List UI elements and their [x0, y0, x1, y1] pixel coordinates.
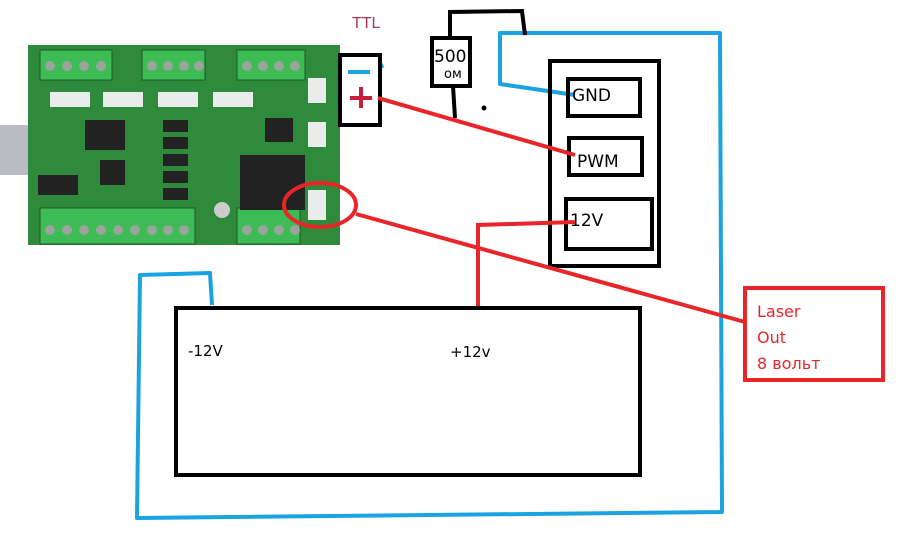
resistor: 500 ом — [430, 8, 527, 119]
callout-box — [743, 286, 885, 382]
laser-out-highlight — [282, 181, 358, 229]
callout-line-1: Laser — [757, 302, 801, 321]
positive-terminal: +12v — [450, 343, 491, 361]
connectors — [50, 78, 326, 220]
negative-terminal: -12V — [188, 342, 223, 360]
ttl-connector — [338, 53, 382, 127]
laser-module: GND PWM 12V — [548, 59, 661, 268]
pin-gnd: GND — [572, 86, 611, 106]
controller-board — [0, 45, 340, 245]
red-wires — [282, 96, 885, 382]
12v-wire — [476, 220, 576, 307]
plus-icon — [350, 87, 372, 108]
power-supply — [174, 306, 642, 477]
pwm-wire — [377, 96, 576, 157]
dot — [481, 105, 487, 111]
callout-line-2: Out — [757, 328, 786, 347]
resistor-unit: ом — [444, 67, 462, 82]
pin-pwm: PWM — [577, 152, 619, 172]
relay — [240, 155, 305, 210]
pin-12v: 12V — [570, 211, 604, 231]
callout-line-3: 8 вольт — [757, 354, 820, 373]
resistor-value: 500 — [434, 47, 466, 67]
callout-line — [355, 212, 746, 324]
ttl-label: TTL — [352, 15, 381, 32]
